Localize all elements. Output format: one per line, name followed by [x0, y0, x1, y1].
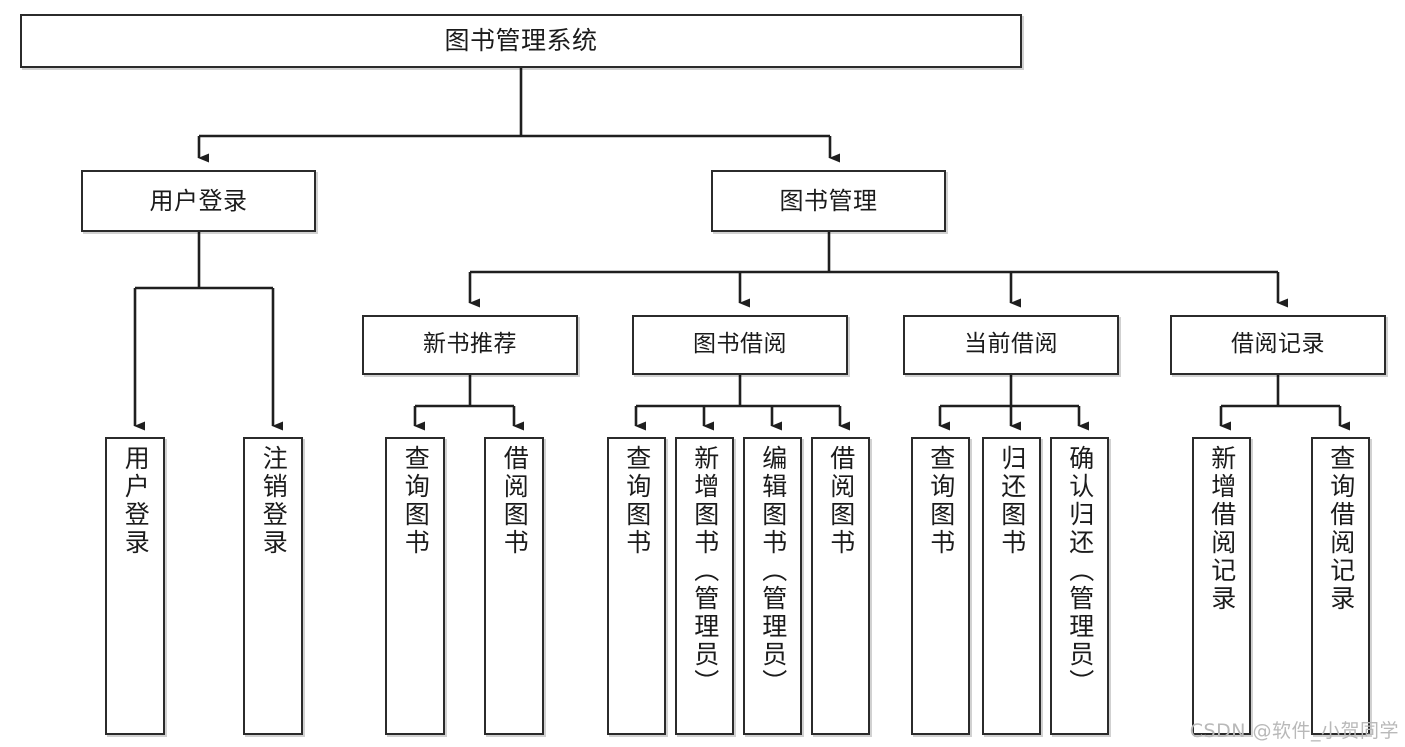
node-book-borrow-label: 图书借阅 — [693, 331, 787, 358]
node-leaf-query-book-1-label: 查询图书 — [401, 445, 431, 557]
node-leaf-query-record[interactable]: 查询借阅记录 — [1311, 437, 1370, 735]
node-leaf-confirm-return[interactable]: 确认归还（管理员） — [1050, 437, 1109, 735]
node-leaf-user-login[interactable]: 用户登录 — [105, 437, 165, 735]
node-new-book-recommend[interactable]: 新书推荐 — [362, 315, 578, 375]
node-book-manage-label: 图书管理 — [779, 186, 878, 215]
node-leaf-add-record[interactable]: 新增借阅记录 — [1192, 437, 1251, 735]
node-leaf-add-record-label: 新增借阅记录 — [1207, 445, 1237, 613]
node-leaf-borrow-book-1-label: 借阅图书 — [500, 445, 530, 557]
node-new-book-recommend-label: 新书推荐 — [423, 331, 517, 358]
node-current-borrow[interactable]: 当前借阅 — [903, 315, 1119, 375]
node-leaf-logout[interactable]: 注销登录 — [243, 437, 303, 735]
node-leaf-user-login-label: 用户登录 — [121, 445, 151, 557]
node-leaf-return-book-label: 归还图书 — [997, 445, 1027, 557]
node-leaf-return-book[interactable]: 归还图书 — [982, 437, 1041, 735]
node-book-manage[interactable]: 图书管理 — [711, 170, 946, 232]
node-leaf-borrow-book-2[interactable]: 借阅图书 — [811, 437, 870, 735]
node-user-login[interactable]: 用户登录 — [81, 170, 316, 232]
node-leaf-query-book-3-label: 查询图书 — [926, 445, 956, 557]
node-current-borrow-label: 当前借阅 — [964, 331, 1058, 358]
node-book-borrow[interactable]: 图书借阅 — [632, 315, 848, 375]
node-borrow-record-label: 借阅记录 — [1231, 331, 1325, 358]
node-leaf-query-book-2[interactable]: 查询图书 — [607, 437, 666, 735]
node-root[interactable]: 图书管理系统 — [20, 14, 1022, 68]
node-leaf-query-book-1[interactable]: 查询图书 — [385, 437, 445, 735]
node-user-login-label: 用户登录 — [149, 186, 248, 215]
node-leaf-borrow-book-1[interactable]: 借阅图书 — [484, 437, 544, 735]
node-leaf-edit-book[interactable]: 编辑图书（管理员） — [743, 437, 802, 735]
watermark: CSDN @软件_小贺同学 — [1189, 720, 1399, 742]
node-leaf-confirm-return-label: 确认归还（管理员） — [1065, 445, 1095, 697]
node-leaf-logout-label: 注销登录 — [259, 445, 289, 557]
node-leaf-borrow-book-2-label: 借阅图书 — [826, 445, 856, 557]
node-leaf-query-record-label: 查询借阅记录 — [1326, 445, 1356, 613]
node-borrow-record[interactable]: 借阅记录 — [1170, 315, 1386, 375]
node-root-label: 图书管理系统 — [444, 26, 598, 55]
node-leaf-add-book[interactable]: 新增图书（管理员） — [675, 437, 734, 735]
node-leaf-query-book-3[interactable]: 查询图书 — [911, 437, 970, 735]
node-leaf-query-book-2-label: 查询图书 — [622, 445, 652, 557]
node-leaf-add-book-label: 新增图书（管理员） — [690, 445, 720, 697]
node-leaf-edit-book-label: 编辑图书（管理员） — [758, 445, 788, 697]
